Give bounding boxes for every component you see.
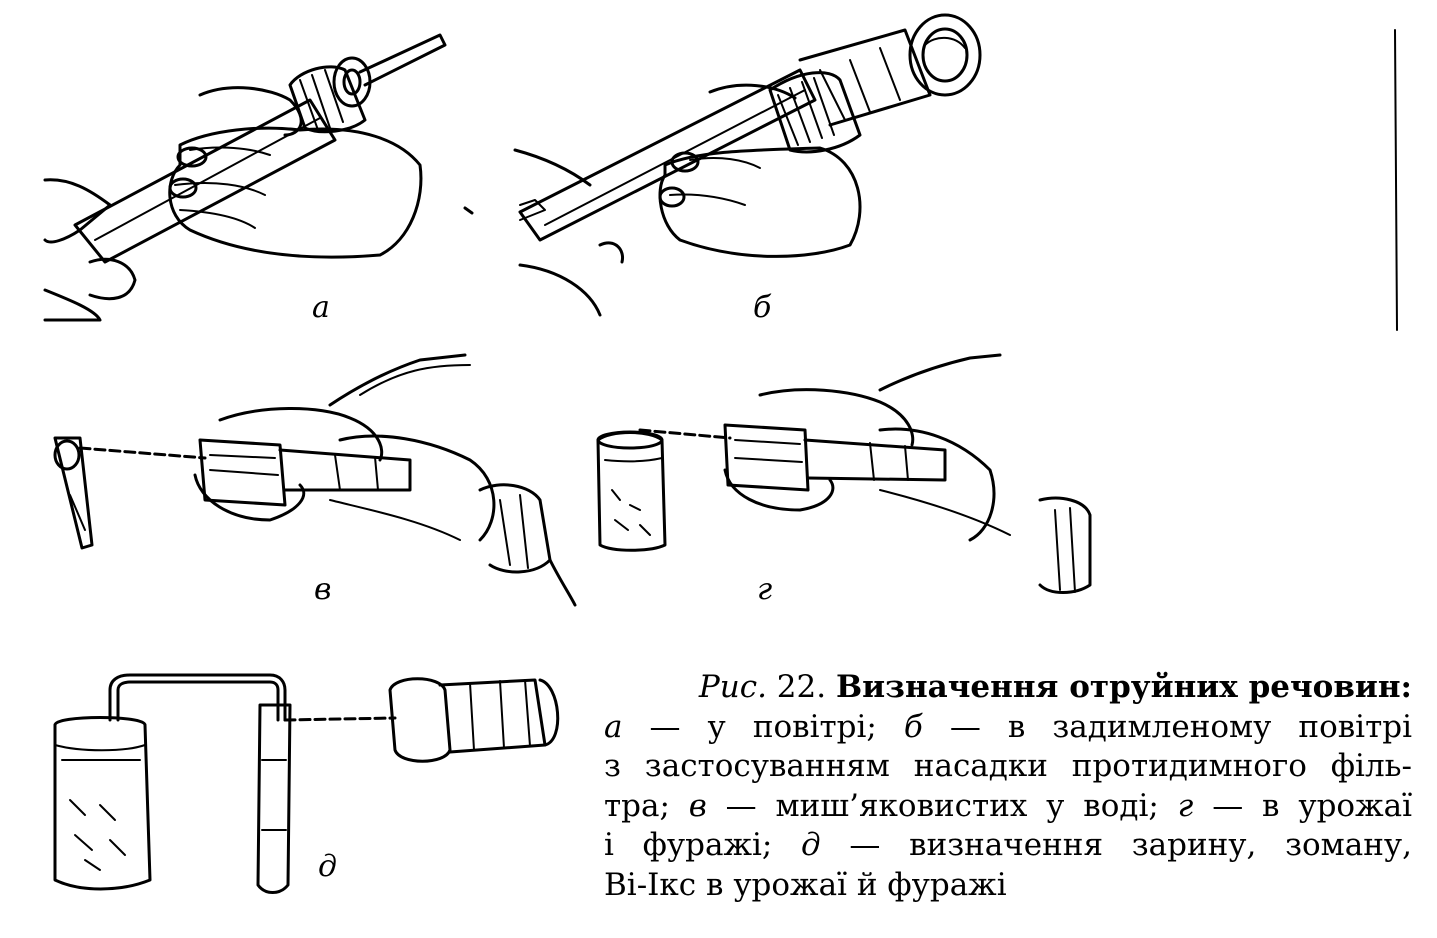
- figure-caption: Рис. 22. Визначення отруйних речовин: а …: [604, 668, 1412, 906]
- caption-line-4: і фуражі; д — визначення зарину, зоману,: [604, 826, 1412, 866]
- caption-text: — миш’яковистих у воді;: [706, 787, 1178, 824]
- caption-letter-g: г: [1177, 787, 1194, 824]
- panel-label-v: в: [314, 572, 332, 607]
- panel-label-d: д: [318, 849, 338, 884]
- panel-label-b: б: [753, 290, 772, 325]
- panel-v-drawing: [53, 353, 577, 607]
- caption-text: — в задимленому повітрі: [922, 708, 1413, 745]
- caption-number: 22.: [776, 669, 827, 705]
- caption-letter-b: б: [903, 708, 923, 745]
- caption-text: — визначення зарину, зоману,: [820, 827, 1412, 864]
- panel-label-a: а: [312, 290, 330, 325]
- caption-line-2: з застосуванням насадки протидимного філ…: [604, 747, 1412, 787]
- caption-letter-a: а: [604, 708, 623, 745]
- caption-text: і фуражі;: [604, 827, 802, 864]
- caption-title: Визначення отруйних речовин:: [835, 669, 1412, 705]
- panel-b-drawing: [513, 13, 1398, 331]
- panel-a-drawing: [43, 33, 474, 322]
- caption-line-1: а — у повітрі; б — в задимленому повітрі: [604, 708, 1412, 748]
- panel-g-drawing: [596, 353, 1092, 594]
- caption-text: з застосуванням насадки протидимного філ…: [604, 748, 1412, 785]
- caption-text: тра;: [604, 787, 689, 824]
- panel-label-g: г: [757, 572, 773, 607]
- caption-line-5: Ві-Ікс в урожаї й фуражі: [604, 866, 1412, 906]
- caption-text: — в урожаї: [1193, 787, 1412, 824]
- caption-line-3: тра; в — миш’яковистих у воді; г — в уро…: [604, 787, 1412, 827]
- caption-letter-d: д: [801, 827, 821, 864]
- caption-prefix: Рис.: [698, 669, 767, 705]
- caption-letter-v: в: [688, 787, 707, 824]
- caption-text: — у повітрі;: [622, 708, 904, 745]
- caption-title-line: Рис. 22. Визначення отруйних речовин:: [604, 668, 1412, 708]
- panel-d-drawing: [53, 673, 560, 894]
- caption-text: Ві-Ікс в урожаї й фуражі: [604, 866, 1007, 903]
